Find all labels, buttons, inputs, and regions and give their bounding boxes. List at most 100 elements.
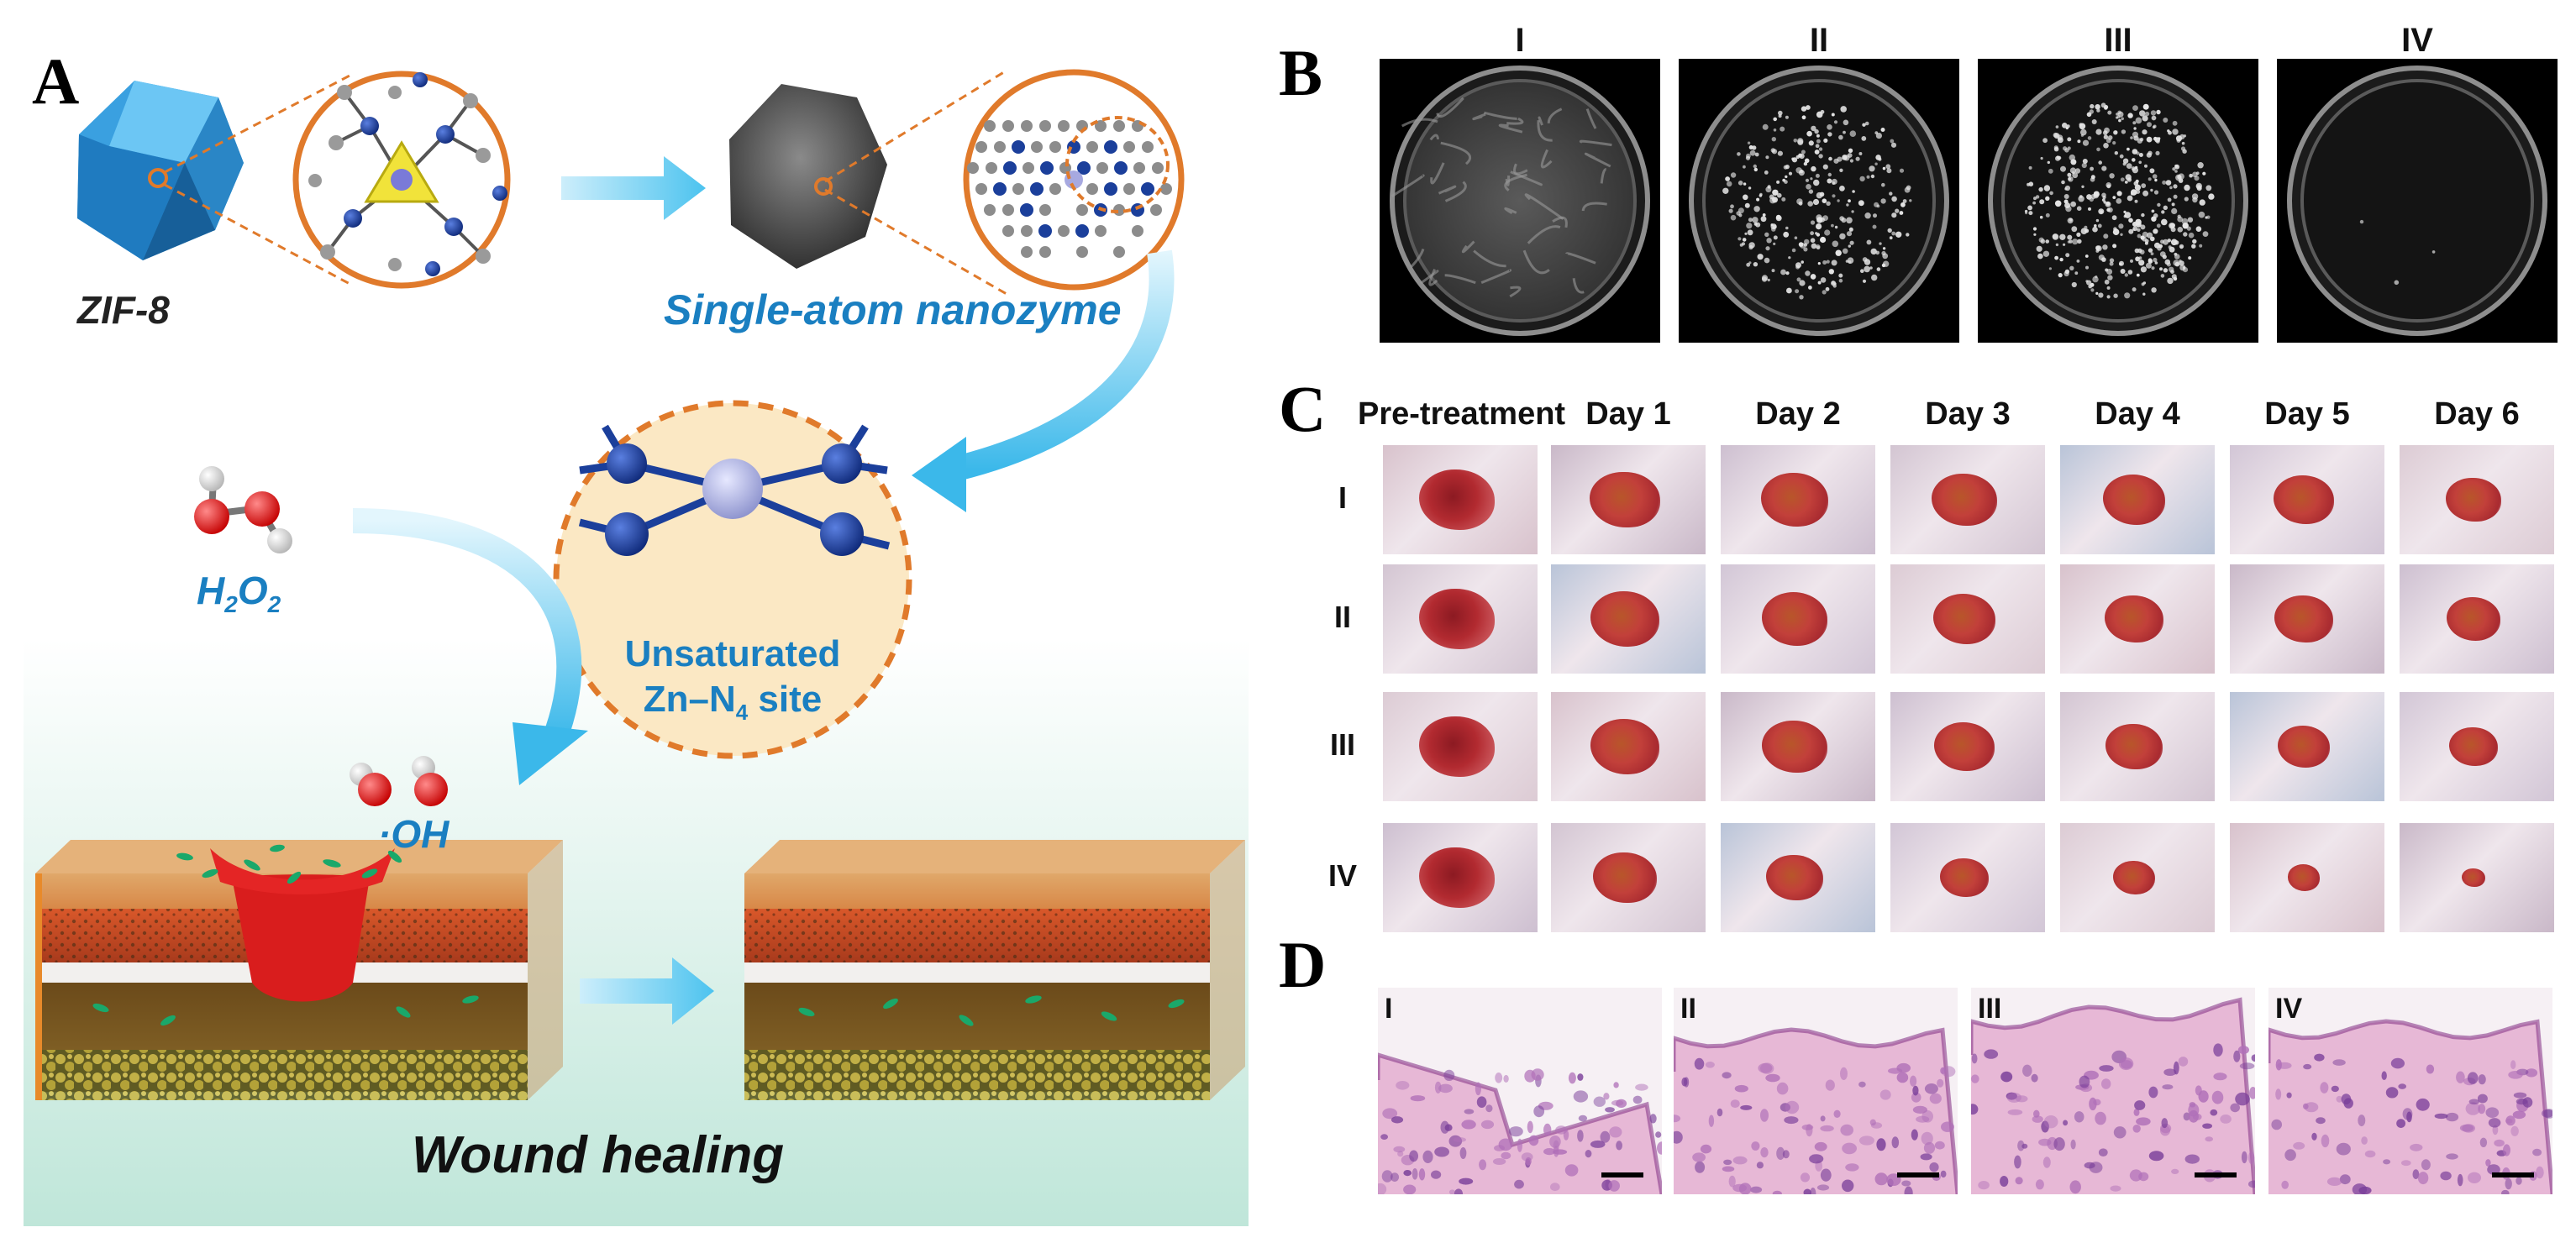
stained-nucleus: [2303, 1063, 2312, 1070]
bacterial-colony: [1842, 248, 1848, 254]
bacterial-colony: [1769, 197, 1776, 204]
bacterial-colony: [2107, 110, 2112, 115]
stained-nucleus: [2385, 1087, 2399, 1099]
bacterial-colony: [2160, 239, 2164, 244]
stained-nucleus: [1820, 1168, 1832, 1182]
bacterial-colony: [2063, 243, 2066, 246]
stained-nucleus: [1876, 1138, 1886, 1151]
bacterial-colony: [2170, 270, 2174, 274]
bacterial-colony: [1838, 134, 1843, 140]
bacterial-colony: [2049, 191, 2053, 196]
bacterial-colony: [2063, 270, 2069, 277]
stained-nucleus: [1649, 1114, 1657, 1124]
bacterial-lawn-streak: [1430, 162, 1445, 185]
stained-nucleus: [2339, 1174, 2351, 1185]
bacterial-colony: [2098, 208, 2105, 215]
bacterial-colony: [1785, 115, 1789, 119]
bacterial-colony: [1743, 165, 1746, 169]
bacterial-colony: [1747, 229, 1753, 236]
bacterial-colony: [2087, 136, 2092, 140]
tissue-layer: [1378, 1052, 1662, 1194]
bacterial-colony: [1806, 130, 1812, 137]
bacterial-colony: [2118, 223, 2124, 229]
panel-label-c: C: [1279, 372, 1327, 445]
bacterial-colony: [2192, 239, 2197, 244]
stained-nucleus: [2406, 1111, 2412, 1123]
bacterial-colony: [1795, 262, 1801, 269]
stained-nucleus: [2041, 1120, 2049, 1133]
bacterial-colony: [1788, 171, 1793, 176]
bacterial-colony: [2162, 180, 2167, 185]
wound-area: [1760, 472, 1829, 527]
stained-nucleus: [1728, 1175, 1736, 1188]
bacterial-colony: [1765, 246, 1770, 251]
bacterial-colony: [2147, 122, 2152, 128]
bacterial-colony: [2163, 205, 2168, 210]
bacterial-colony: [2120, 269, 2126, 274]
bacterial-colony: [2180, 146, 2186, 151]
stained-nucleus: [2118, 1057, 2134, 1071]
stained-nucleus: [1941, 1121, 1954, 1132]
bacterial-colony: [1794, 236, 1798, 239]
stained-nucleus: [1840, 1124, 1853, 1136]
bacterial-colony: [1816, 245, 1821, 250]
bacterial-colony: [2146, 152, 2152, 158]
bacterial-colony: [2085, 265, 2089, 270]
bacterial-colony: [1815, 173, 1820, 178]
bacterial-lawn-streak: [1391, 174, 1425, 197]
stained-nucleus: [2542, 1109, 2552, 1118]
bacterial-colony: [1875, 133, 1882, 139]
treatment-group-label: IV: [1327, 858, 1357, 893]
stained-nucleus: [1674, 1130, 1683, 1144]
bacterial-colony: [1752, 145, 1757, 150]
bacterial-colony: [2101, 165, 2107, 171]
bacterial-colony: [1864, 265, 1870, 273]
bacterial-colony: [1846, 217, 1853, 224]
bacterial-colony: [2113, 130, 2118, 135]
bacterial-colony: [2154, 261, 2158, 265]
bacterial-lawn-streak: [1584, 152, 1611, 168]
plate-group-label: III: [2104, 22, 2132, 59]
bacterial-colony: [2038, 186, 2043, 192]
bacterial-colony: [2116, 113, 2119, 116]
stained-nucleus: [1782, 1150, 1790, 1159]
bacterial-colony: [1832, 181, 1836, 186]
bacterial-colony: [2039, 199, 2045, 205]
stained-nucleus: [1784, 1116, 1799, 1125]
bacterial-colony: [2127, 147, 2130, 151]
histology-group-label: I: [1385, 993, 1393, 1025]
bacterial-colony: [2144, 111, 2150, 117]
bacterial-colony: [2091, 119, 2097, 124]
stained-nucleus: [2042, 1156, 2051, 1168]
stained-nucleus: [1459, 1177, 1474, 1185]
bacterial-lawn-streak: [1585, 108, 1597, 129]
stained-nucleus: [1695, 1161, 1706, 1173]
stained-nucleus: [2183, 1112, 2190, 1121]
stained-nucleus: [2532, 1148, 2542, 1156]
bacterial-colony: [2132, 131, 2139, 138]
stained-nucleus: [1708, 1115, 1715, 1127]
stained-nucleus: [1454, 1188, 1464, 1194]
bacterial-colony: [2148, 177, 2152, 181]
bacterial-colony: [2138, 153, 2143, 157]
wound-photo: [1383, 445, 1538, 554]
bacterial-colony: [1780, 126, 1785, 132]
bacterial-lawn-streak: [1429, 134, 1440, 141]
scale-bar: [1601, 1172, 1643, 1177]
wound-photo: [1551, 564, 1706, 674]
bacterial-lawn-streak: [1509, 286, 1522, 298]
bacterial-lawn-streak: [1410, 248, 1425, 268]
bacterial-colony: [1775, 215, 1782, 222]
wound-photo: [1383, 823, 1538, 932]
bacterial-colony: [1895, 208, 1900, 213]
stained-nucleus: [1391, 1116, 1404, 1124]
bacterial-lawn-streak: [1572, 278, 1585, 294]
bacterial-colony: [2133, 127, 2137, 130]
bacterial-colony: [2139, 137, 2144, 142]
bacterial-colony: [1851, 210, 1854, 213]
stained-nucleus: [2235, 1092, 2250, 1106]
histology-image: IV: [2268, 988, 2552, 1194]
stained-nucleus: [2525, 1068, 2538, 1078]
bacterial-colony: [1773, 242, 1776, 245]
bacterial-colony: [2096, 147, 2100, 152]
